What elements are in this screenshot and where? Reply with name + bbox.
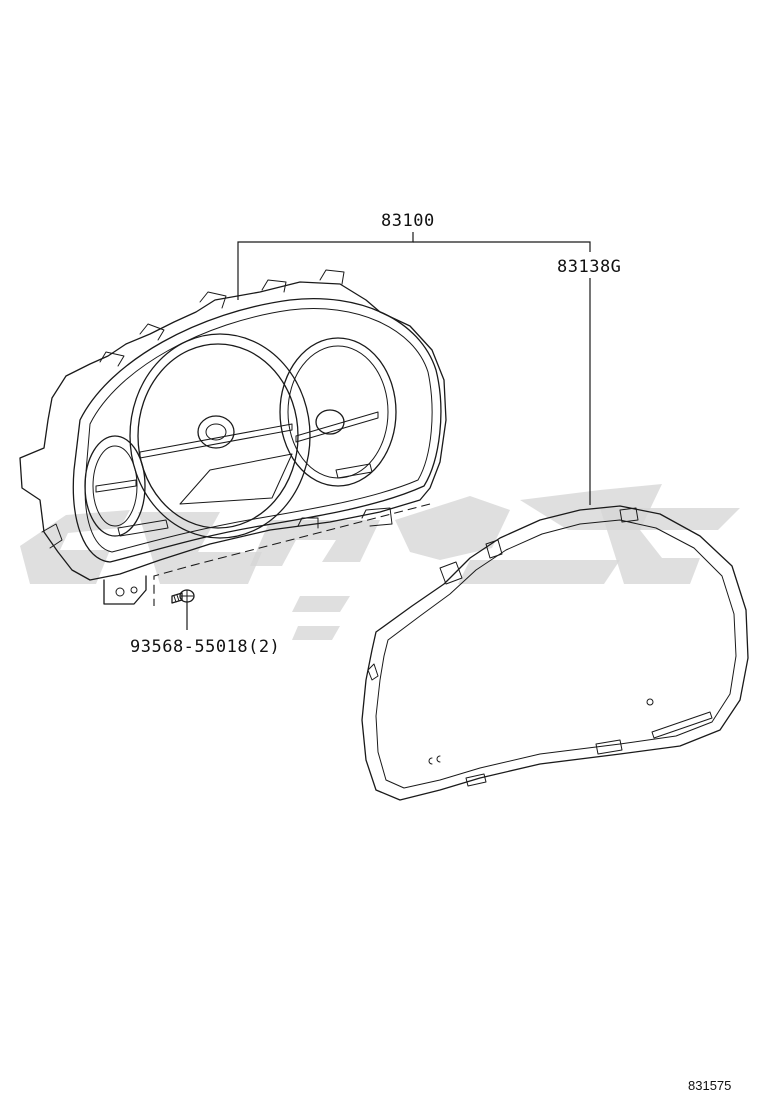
- leader-lines: [186, 232, 591, 630]
- tapping-screw: [171, 589, 195, 604]
- label-83138g: 83138G: [557, 257, 621, 277]
- assembly-path: [153, 503, 431, 606]
- figure-number: 831575: [688, 1078, 731, 1093]
- label-screw: 93568-55018(2): [130, 637, 280, 657]
- combination-meter-assembly: [19, 269, 447, 605]
- leader-83100-right: [413, 241, 591, 252]
- meter-glass: [361, 505, 749, 801]
- label-83100: 83100: [381, 211, 435, 231]
- watermark-logo: [20, 484, 740, 640]
- leader-83100: [237, 232, 414, 300]
